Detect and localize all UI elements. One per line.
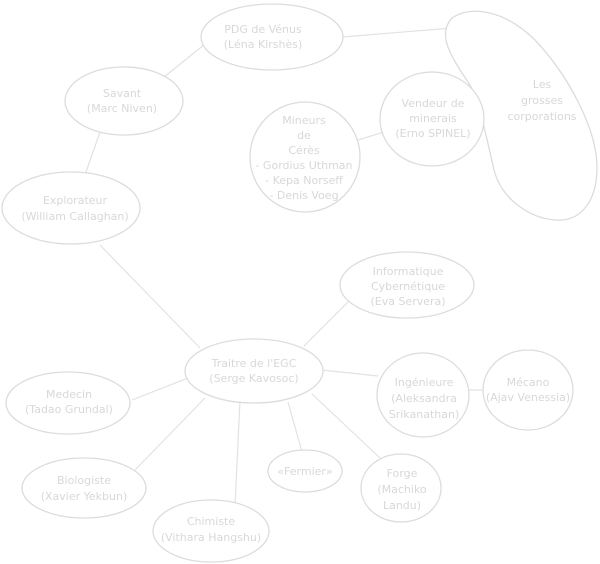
node-medecin-label: Medecin (Tadao Grundal) (25, 388, 113, 416)
node-medecin-shape (5, 371, 131, 435)
node-pdg-line: PDG de Vénus (224, 23, 302, 36)
node-pdg-line: (Léna Kirshès) (224, 38, 303, 51)
node-mineurs-line: Mineurs (282, 114, 326, 127)
edge-traitre-chimiste (234, 399, 241, 507)
node-mecano-line: Mécano (507, 376, 550, 389)
node-vendeur-line: minerais (409, 112, 457, 125)
node-biologiste-label: Biologiste (Xavier Yekbun) (41, 474, 128, 503)
edge-mineurs-vendeur (357, 131, 385, 141)
node-traitre-line: (Serge Kavosoc) (209, 372, 298, 385)
node-informatique-line: (Eva Servera) (370, 295, 445, 308)
node-forge-shape (360, 453, 442, 523)
node-ingenieure-line: Ingénieure (395, 376, 454, 389)
node-mecano-shape (482, 349, 574, 431)
node-savant-shape (64, 66, 184, 136)
node-mineurs-shape (249, 101, 361, 213)
node-chimiste-line: (Vithara Hangshu) (161, 531, 261, 544)
node-mineurs-line: - Denis Voeg (269, 189, 338, 202)
node-fermier-label: «Fermier» (277, 465, 332, 478)
node-biologiste-line: (Xavier Yekbun) (41, 490, 128, 503)
node-explorateur-line: (William Callaghan) (21, 210, 128, 223)
node-pdg-label: PDG de Vénus (Léna Kirshès) (224, 23, 303, 51)
edge-traitre-fermier (287, 401, 303, 453)
shapes (1, 3, 598, 563)
node-biologiste-shape (21, 457, 147, 519)
edge-explorateur-traitre (99, 244, 201, 349)
node-informatique-line: Informatique (373, 265, 444, 278)
node-chimiste-label: Chimiste (Vithara Hangshu) (161, 515, 261, 544)
edge-traitre-medecin (131, 377, 189, 401)
node-informatique-shape (339, 251, 475, 319)
node-vendeur-line: Vendeur de (402, 97, 465, 110)
node-corporations-label: Les grosses corporations (507, 78, 576, 123)
edge-pdg-corporations (341, 27, 453, 38)
node-forge-line: Forge (387, 467, 418, 480)
node-savant-line: Savant (103, 87, 142, 100)
labels: PDG de Vénus (Léna Kirshès) Les grosses cor… (21, 23, 576, 544)
node-forge-line: Landu) (383, 499, 421, 512)
node-fermier-line: «Fermier» (277, 465, 332, 478)
edge-traitre-biologiste (134, 397, 206, 471)
node-savant-label: Savant (Marc Niven) (87, 87, 157, 115)
node-mineurs-line: - Kepa Norseff (265, 174, 343, 187)
node-corporations-line: corporations (507, 110, 576, 123)
node-mineurs-line: de (297, 129, 311, 142)
node-forge-line: (Machiko (377, 483, 427, 496)
node-ingenieure-shape (376, 352, 470, 438)
node-fermier-shape (267, 449, 343, 493)
node-medecin-line: (Tadao Grundal) (25, 403, 113, 416)
node-pdg-shape (200, 3, 344, 71)
node-mecano-line: (Ajav Venessia) (486, 391, 570, 404)
node-corporations-shape (444, 10, 598, 221)
node-savant-line: (Marc Niven) (87, 102, 157, 115)
node-ingenieure-line: Srikanathan) (389, 408, 459, 421)
node-biologiste-line: Biologiste (57, 474, 111, 487)
node-traitre-shape (184, 338, 324, 404)
node-mecano-label: Mécano (Ajav Venessia) (486, 376, 570, 404)
node-vendeur-label: Vendeur de minerais (Erno SPINEL) (395, 97, 470, 140)
node-corporations-line: Les (533, 78, 552, 91)
edge-traitre-forge (311, 393, 381, 459)
node-explorateur-line: Explorateur (43, 194, 108, 207)
node-vendeur-shape (379, 71, 485, 167)
node-corporations-line: grosses (521, 94, 563, 107)
node-informatique-line: Cybernétique (371, 280, 445, 293)
node-traitre-line: Traitre de l'EGC (211, 357, 297, 370)
edge-traitre-ingenieure (321, 369, 379, 377)
node-explorateur-label: Explorateur (William Callaghan) (21, 194, 128, 223)
node-medecin-line: Medecin (46, 388, 92, 401)
node-ingenieure-line: (Aleksandra (391, 392, 457, 405)
node-mineurs-line: Cérès (288, 144, 319, 157)
edge-savant-explorateur (85, 131, 101, 173)
node-chimiste-shape (152, 499, 270, 563)
edge-savant-pdg (157, 43, 206, 83)
node-traitre-label: Traitre de l'EGC (Serge Kavosoc) (209, 357, 298, 385)
edges (85, 27, 501, 507)
node-vendeur-line: (Erno SPINEL) (395, 127, 470, 140)
node-explorateur-shape (1, 171, 141, 245)
node-mineurs-line: - Gordius Uthman (255, 159, 352, 172)
edge-informatique-traitre (303, 299, 351, 347)
node-chimiste-line: Chimiste (187, 515, 236, 528)
